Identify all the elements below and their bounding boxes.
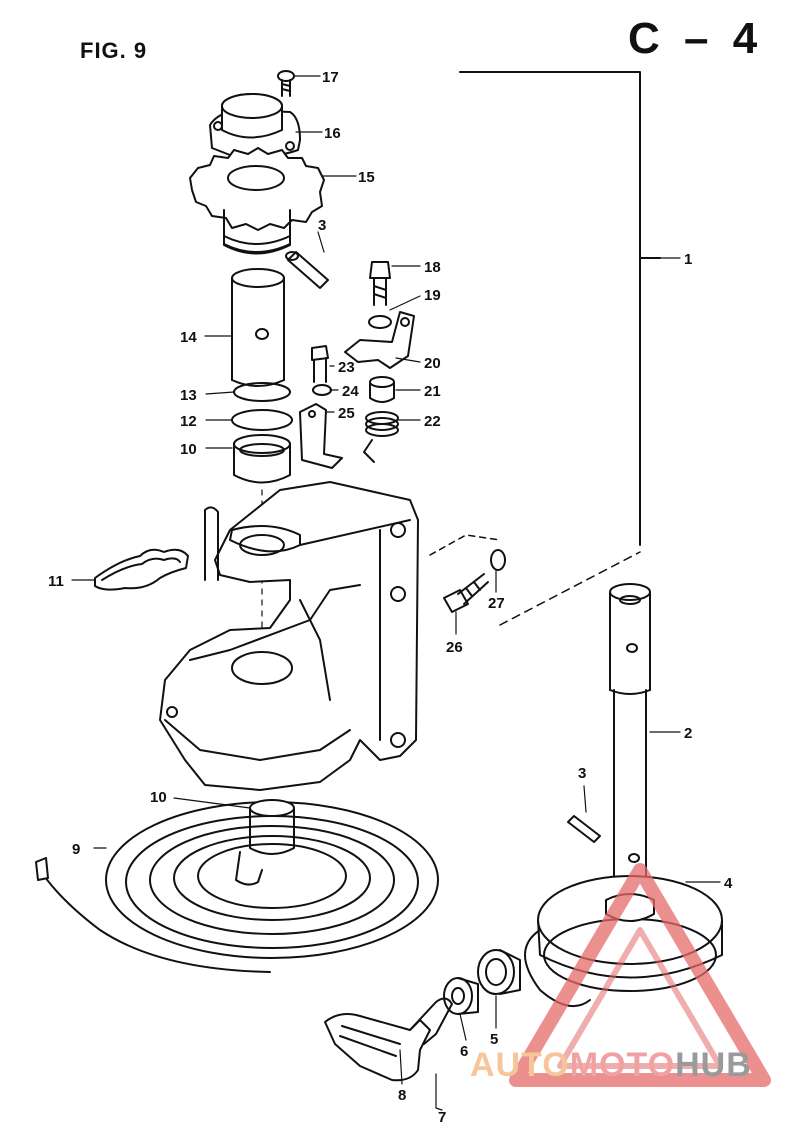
- callout-14: 14: [180, 329, 197, 346]
- callout-12: 12: [180, 413, 197, 430]
- spring-22: [363, 411, 399, 463]
- callout-5: 5: [490, 1031, 499, 1048]
- washer-19: [368, 315, 392, 329]
- washer-12: [231, 409, 293, 431]
- callout-23: 23: [338, 359, 355, 376]
- shaft-2: [609, 583, 651, 881]
- callout-6: 6: [460, 1043, 469, 1060]
- callout-17: 17: [322, 69, 339, 86]
- callout-18: 18: [424, 259, 441, 276]
- starter-housing: [159, 481, 419, 791]
- screw-17: [277, 70, 295, 97]
- figure-label: FIG. 9: [80, 38, 148, 63]
- callout-13: 13: [180, 387, 197, 404]
- collar-21: [369, 376, 395, 403]
- pin-3-top: [285, 251, 329, 289]
- assembly-bracket-line: [459, 71, 641, 546]
- callout-1: 1: [684, 251, 693, 268]
- sheet-code: C – 4: [628, 14, 764, 63]
- gasket-11: [94, 548, 189, 591]
- callout-24: 24: [342, 383, 359, 400]
- callout-2: 2: [684, 725, 693, 742]
- callout-11: 11: [48, 573, 64, 590]
- callout-3-top: 3: [318, 217, 327, 234]
- callout-22: 22: [424, 413, 441, 430]
- shaft-14: [231, 268, 285, 387]
- bolt-26: [443, 573, 489, 613]
- recoil-spring-9: [35, 801, 439, 973]
- bolt-18: [369, 261, 391, 306]
- cover-cap: [209, 93, 301, 158]
- callout-8: 8: [398, 1087, 407, 1104]
- callout-25: 25: [338, 405, 355, 422]
- bolt-23: [311, 345, 329, 383]
- callout-20: 20: [424, 355, 441, 372]
- callout-16: 16: [324, 125, 341, 142]
- callout-7: 7: [438, 1109, 447, 1126]
- pin-3-bottom: [567, 815, 601, 843]
- plate-25: [299, 403, 343, 469]
- callout-10-top: 10: [180, 441, 197, 458]
- bracket-20: [344, 311, 415, 369]
- callout-19: 19: [424, 287, 441, 304]
- washer-27: [490, 549, 506, 571]
- callout-15: 15: [358, 169, 375, 186]
- pulley-4: [524, 875, 723, 1008]
- gear-15: [189, 147, 325, 255]
- nut-6: [443, 977, 479, 1015]
- bushing-10-bottom: [235, 799, 295, 886]
- grip-8: [324, 997, 453, 1082]
- callout-26: 26: [446, 639, 463, 656]
- washer-24: [312, 384, 332, 396]
- callout-9: 9: [72, 841, 81, 858]
- callout-21: 21: [424, 383, 441, 400]
- cap-5: [477, 949, 521, 995]
- bushing-10-top: [233, 434, 291, 484]
- watermark-text: AUTOMOTOHUB: [470, 1046, 752, 1084]
- callout-4: 4: [724, 875, 733, 892]
- callout-10-bottom: 10: [150, 789, 167, 806]
- callout-3-bottom: 3: [578, 765, 587, 782]
- callout-27: 27: [488, 595, 505, 612]
